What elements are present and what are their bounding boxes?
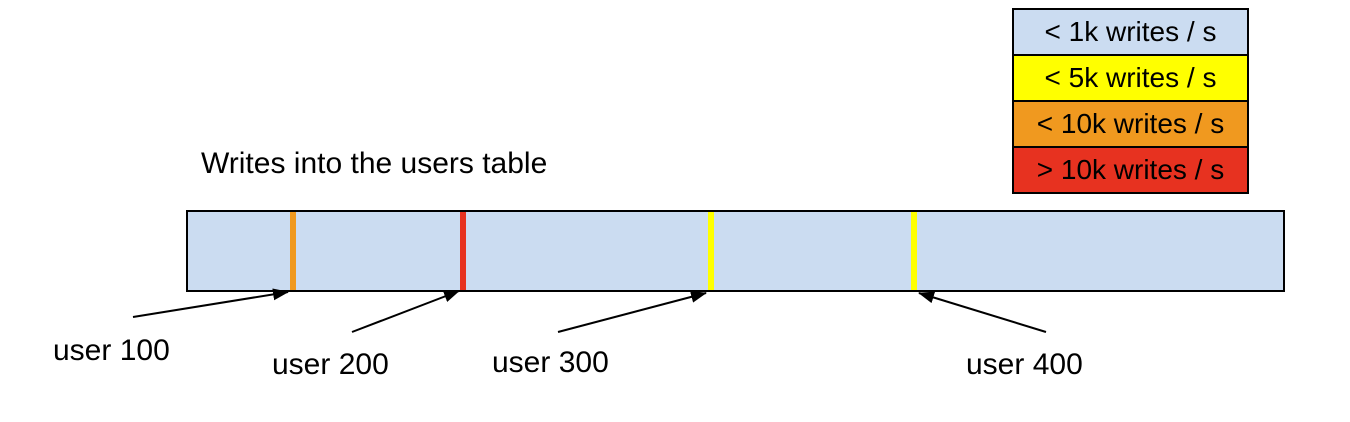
- label-user-300: user 300: [492, 346, 609, 379]
- arrow-user-400: [918, 291, 1047, 333]
- legend-item-gt-10k: > 10k writes / s: [1014, 148, 1247, 192]
- hotspot-stripe-user-400: [911, 212, 917, 290]
- label-user-100: user 100: [53, 334, 170, 367]
- hotspot-stripe-user-100: [290, 212, 296, 290]
- legend-item-lt-10k: < 10k writes / s: [1014, 102, 1247, 148]
- hotspot-stripe-user-300: [708, 212, 714, 290]
- label-user-400: user 400: [966, 348, 1083, 381]
- arrow-user-100: [132, 288, 289, 318]
- diagram-title: Writes into the users table: [201, 147, 548, 180]
- arrow-user-200: [351, 290, 460, 333]
- hotspot-stripe-user-200: [460, 212, 466, 290]
- users-table-bar: [186, 210, 1285, 292]
- label-user-200: user 200: [272, 348, 389, 381]
- legend-item-lt-5k: < 5k writes / s: [1014, 56, 1247, 102]
- legend-item-lt-1k: < 1k writes / s: [1014, 10, 1247, 56]
- legend: < 1k writes / s < 5k writes / s < 10k wr…: [1012, 8, 1249, 194]
- arrow-user-300: [557, 291, 707, 333]
